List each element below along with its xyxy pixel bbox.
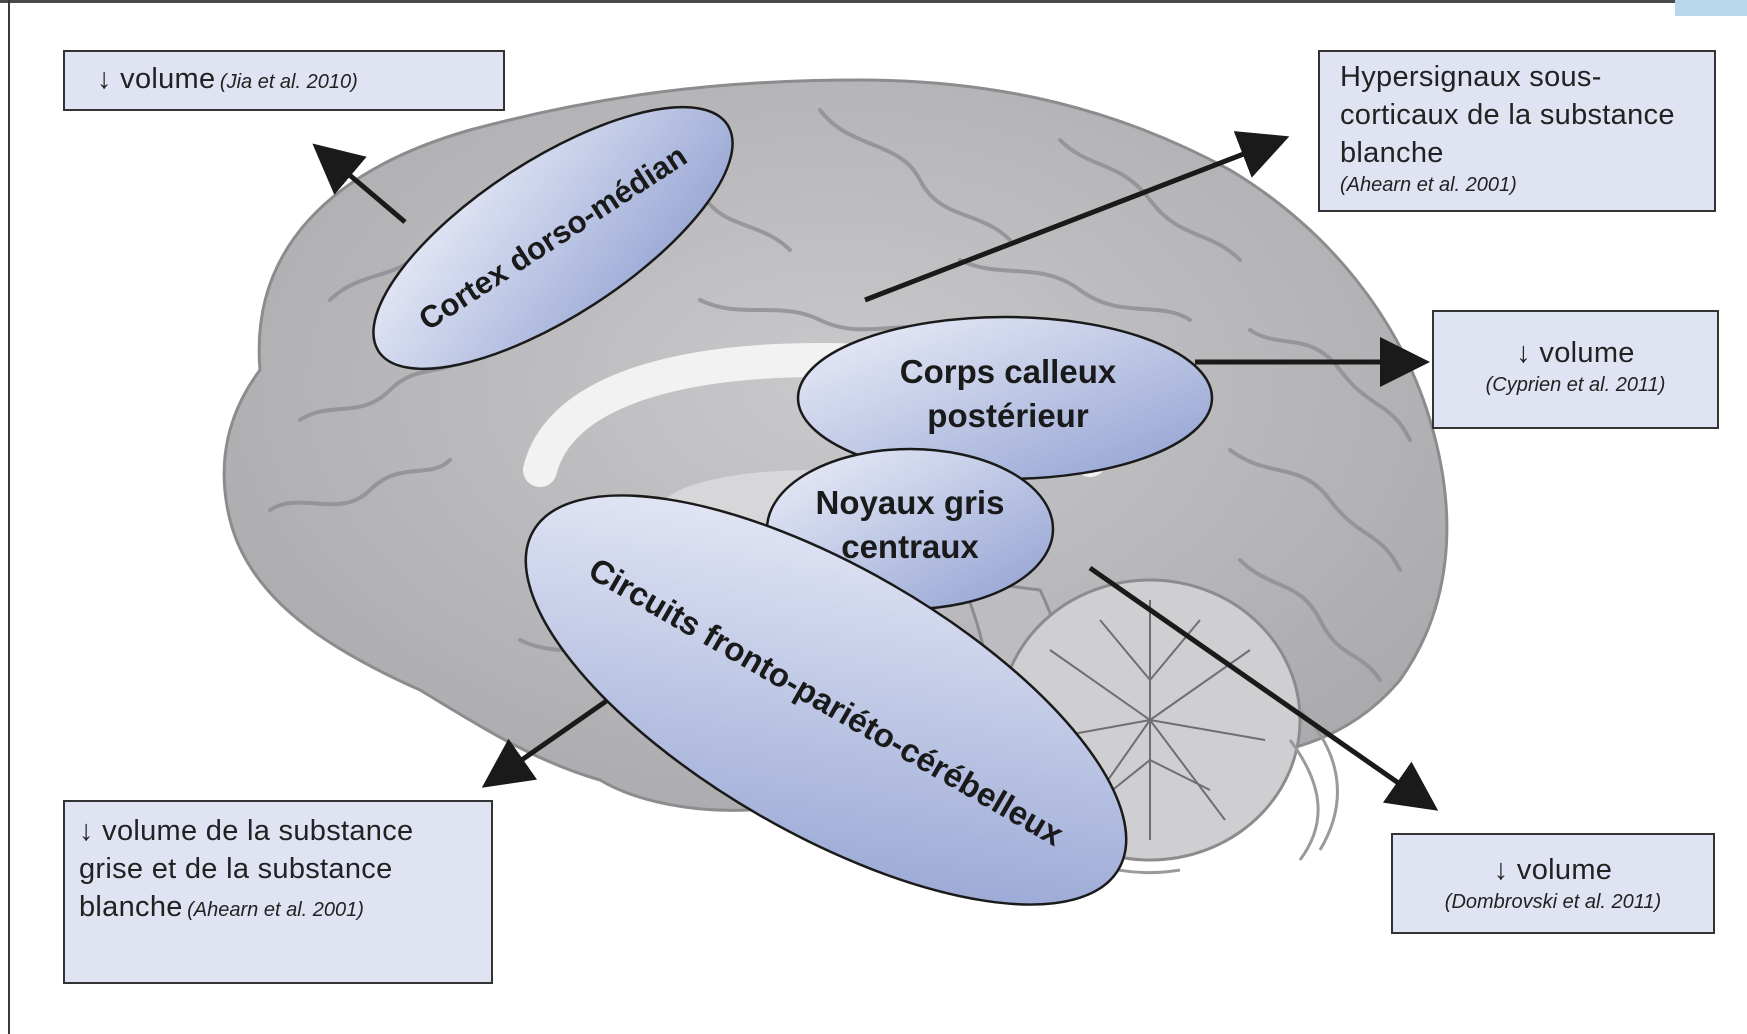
- label-corps-calleux: Corps calleux postérieur: [900, 350, 1116, 438]
- box-mid-right-cite: (Cyprien et al. 2011): [1444, 372, 1707, 398]
- box-mid-right-main: ↓ volume: [1444, 334, 1707, 372]
- box-top-right: Hypersignaux sous-corticaux de la substa…: [1318, 50, 1716, 212]
- box-top-left: ↓ volume (Jia et al. 2010): [63, 50, 505, 111]
- box-top-right-main: Hypersignaux sous-corticaux de la substa…: [1340, 58, 1694, 172]
- box-bottom-right-main: ↓ volume: [1403, 851, 1703, 889]
- label-noyaux-line1: Noyaux gris: [816, 481, 1005, 525]
- label-corps-calleux-line2: postérieur: [900, 394, 1116, 438]
- box-bottom-right-cite: (Dombrovski et al. 2011): [1403, 889, 1703, 915]
- box-top-left-cite: (Jia et al. 2010): [220, 71, 358, 93]
- label-noyaux-line2: centraux: [816, 525, 1005, 569]
- label-noyaux: Noyaux gris centraux: [816, 481, 1005, 569]
- box-bottom-left: ↓ volume de la substance grise et de la …: [63, 800, 493, 984]
- box-top-left-main: ↓ volume: [97, 63, 215, 95]
- box-bottom-left-cite: (Ahearn et al. 2001): [187, 899, 364, 921]
- label-corps-calleux-line1: Corps calleux: [900, 350, 1116, 394]
- box-mid-right: ↓ volume (Cyprien et al. 2011): [1432, 310, 1719, 429]
- box-top-right-cite: (Ahearn et al. 2001): [1340, 172, 1694, 198]
- box-bottom-right: ↓ volume (Dombrovski et al. 2011): [1391, 833, 1715, 934]
